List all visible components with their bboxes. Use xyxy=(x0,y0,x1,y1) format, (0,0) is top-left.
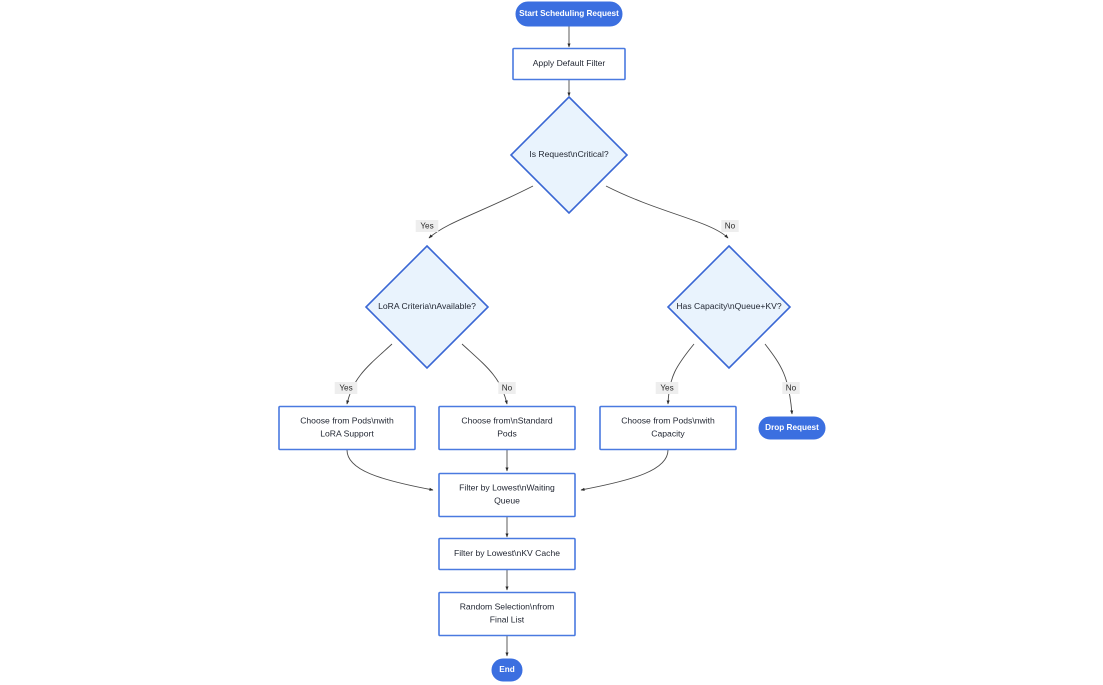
edge-has_capacity-to-drop_request xyxy=(764,343,794,415)
edge-label-background xyxy=(721,220,739,232)
node-apply_default_filter[interactable]: Apply Default Filter xyxy=(512,47,626,81)
process-box xyxy=(438,591,576,637)
node-label: Apply Default Filter xyxy=(533,58,606,68)
decision-diamond xyxy=(509,95,629,215)
node-is_request_critical[interactable]: Is Request\nCritical? xyxy=(509,95,629,215)
process-box xyxy=(438,472,576,518)
edge-label-e7: Yes xyxy=(655,382,679,394)
edges-layer xyxy=(346,26,794,657)
edge-label-text: No xyxy=(725,222,736,231)
edge-label-text: No xyxy=(502,384,513,393)
edge-label-background xyxy=(498,382,516,394)
node-drop_request[interactable]: Drop Request xyxy=(758,416,826,440)
decision-diamond xyxy=(666,244,792,370)
terminal-pill xyxy=(491,658,523,682)
terminal-pill xyxy=(515,1,623,27)
node-has_capacity[interactable]: Has Capacity\nQueue+KV? xyxy=(666,244,792,370)
node-lora_criteria_available[interactable]: LoRA Criteria\nAvailable? xyxy=(364,244,490,370)
node-filter_kv_cache[interactable]: Filter by Lowest\nKV Cache xyxy=(438,537,576,571)
node-label: Filter by Lowest\nKV Cache xyxy=(454,548,560,558)
process-box xyxy=(438,405,576,451)
node-label: End xyxy=(499,665,514,674)
edge-lora_criteria_available-to-choose_lora_pods xyxy=(346,343,393,405)
edge-choose_lora_pods-to-filter_waiting_queue xyxy=(346,449,434,491)
node-label: Drop Request xyxy=(765,423,819,432)
edge-label-background xyxy=(415,220,439,232)
edge-label-e3: Yes xyxy=(415,220,439,232)
edge-label-e5: Yes xyxy=(334,382,358,394)
edge-choose_capacity_pods-to-filter_waiting_queue xyxy=(580,449,669,491)
edge-label-e8: No xyxy=(782,382,800,394)
edge-is_request_critical-to-lora_criteria_available xyxy=(428,185,534,239)
node-label: Start Scheduling Request xyxy=(519,9,619,18)
node-label: Is Request\nCritical? xyxy=(529,149,609,159)
edge-label-text: Yes xyxy=(660,384,673,393)
edge-label-text: Yes xyxy=(420,222,433,231)
node-label: LoRA Criteria\nAvailable? xyxy=(378,301,476,311)
edge-has_capacity-to-choose_capacity_pods xyxy=(666,343,695,405)
node-start[interactable]: Start Scheduling Request xyxy=(515,1,623,27)
edge-label-text: Yes xyxy=(339,384,352,393)
node-label: Has Capacity\nQueue+KV? xyxy=(676,301,782,311)
process-box xyxy=(438,537,576,571)
edge-label-background xyxy=(655,382,679,394)
process-box xyxy=(512,47,626,81)
edge-label-text: No xyxy=(786,384,797,393)
edge-lora_criteria_available-to-choose_standard_pods xyxy=(461,343,508,405)
edge-label-background xyxy=(782,382,800,394)
edge-label-e4: No xyxy=(721,220,739,232)
terminal-pill xyxy=(758,416,826,440)
node-end[interactable]: End xyxy=(491,658,523,682)
edge-label-e6: No xyxy=(498,382,516,394)
decision-diamond xyxy=(364,244,490,370)
process-box xyxy=(278,405,416,451)
edge-label-background xyxy=(334,382,358,394)
edge-is_request_critical-to-has_capacity xyxy=(605,185,729,239)
process-box xyxy=(599,405,737,451)
